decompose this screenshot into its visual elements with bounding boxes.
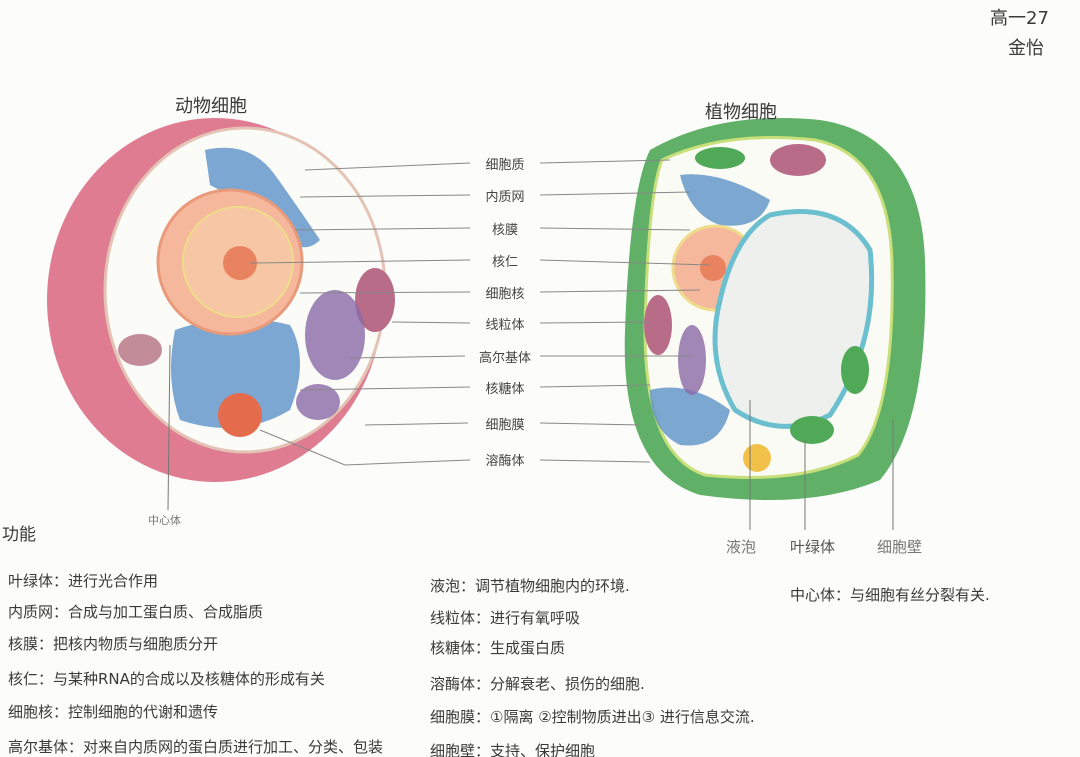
plant-chloroplast-3 — [790, 416, 834, 444]
animal-lysosome — [218, 393, 262, 437]
plant-er-2 — [650, 387, 730, 446]
centriole-leader — [167, 344, 171, 511]
function-left: 细胞核：控制细胞的代谢和遗传 — [8, 703, 219, 721]
animal-cell — [47, 118, 395, 511]
function-right: 核糖体：生成蛋白质 — [430, 639, 566, 657]
centriole-label: 中心体 — [148, 514, 181, 527]
label-ribosome: 核糖体 — [485, 382, 525, 397]
plant-cell-title: 植物细胞 — [705, 102, 777, 123]
cell-wall-label: 细胞壁 — [877, 538, 923, 556]
function-left: 高尔基体：对来自内质网的蛋白质进行加工、分类、包装 — [8, 738, 384, 756]
plant-mitochondria — [770, 144, 826, 176]
function-left: 核膜：把核内物质与细胞质分开 — [8, 635, 219, 653]
label-nuclear-membrane: 核膜 — [491, 223, 518, 238]
label-nucleus: 细胞核 — [485, 287, 525, 302]
animal-nucleolus — [223, 246, 257, 280]
plant-lysosome — [743, 444, 771, 472]
animal-mitochondria — [355, 268, 395, 332]
plant-cell — [624, 118, 926, 530]
label-cell-membrane: 细胞膜 — [485, 418, 525, 433]
animal-cell-title: 动物细胞 — [175, 96, 247, 117]
animal-golgi — [305, 290, 365, 380]
animal-organelle-left — [118, 334, 162, 366]
animal-mitochondria-2 — [296, 384, 340, 420]
plant-chloroplast-1 — [695, 147, 745, 169]
label-er: 内质网 — [485, 190, 525, 205]
function-centriole: 中心体：与细胞有丝分裂有关. — [790, 586, 990, 604]
plant-mitochondria-2 — [644, 295, 672, 355]
function-right: 细胞膜：①隔离 ②控制物质进出③ 进行信息交流. — [430, 708, 755, 726]
label-lysosome: 溶酶体 — [485, 454, 525, 469]
label-mitochondria: 线粒体 — [485, 318, 525, 333]
function-right: 液泡：调节植物细胞内的环境. — [430, 577, 630, 595]
vacuole-label: 液泡 — [726, 538, 757, 556]
author-name: 金怡 — [1008, 38, 1044, 59]
label-cytoplasm: 细胞质 — [485, 158, 525, 173]
function-left: 叶绿体：进行光合作用 — [8, 572, 159, 590]
animal-golgi-er — [171, 318, 300, 428]
function-left: 内质网：合成与加工蛋白质、合成脂质 — [8, 603, 264, 621]
function-right: 细胞壁：支持、保护细胞 — [430, 742, 596, 757]
label-golgi: 高尔基体 — [478, 351, 531, 366]
functions-title: 功能 — [2, 525, 36, 545]
function-left: 核仁：与某种RNA的合成以及核糖体的形成有关 — [8, 670, 325, 688]
class-label: 高一27 — [990, 8, 1049, 29]
chloroplast-label: 叶绿体 — [790, 538, 836, 556]
plant-nucleolus — [700, 255, 726, 281]
label-nucleolus: 核仁 — [491, 255, 518, 270]
plant-golgi — [678, 325, 706, 395]
plant-er — [680, 174, 770, 226]
label-leaders — [249, 159, 711, 466]
function-right: 溶酶体：分解衰老、损伤的细胞. — [430, 675, 645, 693]
plant-chloroplast-2 — [841, 346, 869, 394]
function-right: 线粒体：进行有氧呼吸 — [430, 609, 581, 627]
